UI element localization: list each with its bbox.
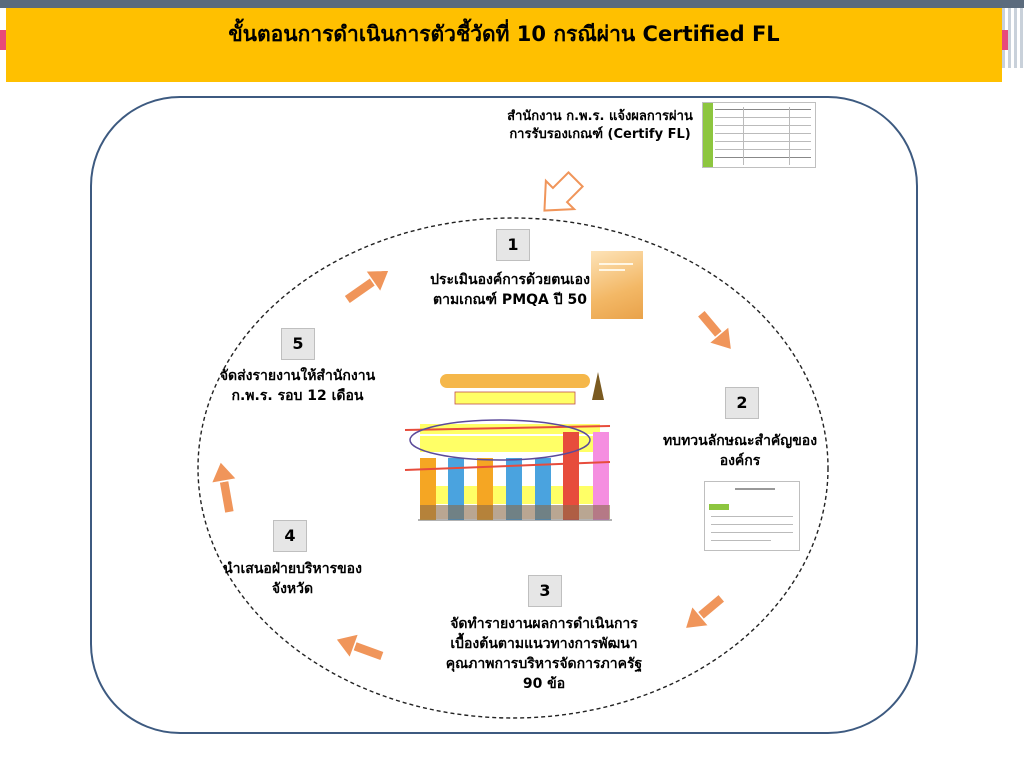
step-1-badge: 1 [496,229,530,261]
right-accent [1002,30,1008,50]
step-4-text: นำเสนอฝ่ายบริหารของจังหวัด [223,561,362,597]
notice-arrow [543,170,585,212]
arrow-2-to-3 [684,592,727,630]
notice-text: สำนักงาน ก.พ.ร. แจ้งผลการผ่านการรับรองเก… [507,109,693,142]
arrow-3-to-4 [334,632,386,662]
step-3-badge: 3 [528,575,562,607]
decorative-stripes [1002,8,1024,68]
step-2-badge: 2 [725,387,759,419]
top-bar [0,0,1024,8]
arrow-5-to-1 [342,269,391,306]
step-1-text: ประเมินองค์การด้วยตนเองตามเกณฑ์ PMQA ปี … [430,272,590,308]
step-3-text: จัดทำรายงานผลการดำเนินการเบื้องต้นตามแนว… [445,616,643,692]
step-5-badge: 5 [281,328,315,360]
step-5-text: จัดส่งรายงานให้สำนักงาน ก.พ.ร. รอบ 12 เด… [219,368,376,404]
dashed-cycle-ellipse [197,217,829,719]
step-2-text: ทบทวนลักษณะสำคัญขององค์กร [662,433,818,469]
page-title: ขั้นตอนการดำเนินการตัวชี้วัดที่ 10 กรณีผ… [228,22,780,46]
pmqa-manual-image [591,251,643,319]
arrow-4-to-5 [209,460,239,515]
certificate-document-image [702,102,816,168]
rounded-frame [90,96,918,734]
step-4-badge: 4 [273,520,307,552]
organization-profile-document-image [704,481,800,551]
pmqa-level-chart-image [404,372,612,521]
arrow-1-to-2 [695,308,733,351]
title-banner: ขั้นตอนการดำเนินการตัวชี้วัดที่ 10 กรณีผ… [6,8,1002,82]
left-accent [0,30,6,50]
